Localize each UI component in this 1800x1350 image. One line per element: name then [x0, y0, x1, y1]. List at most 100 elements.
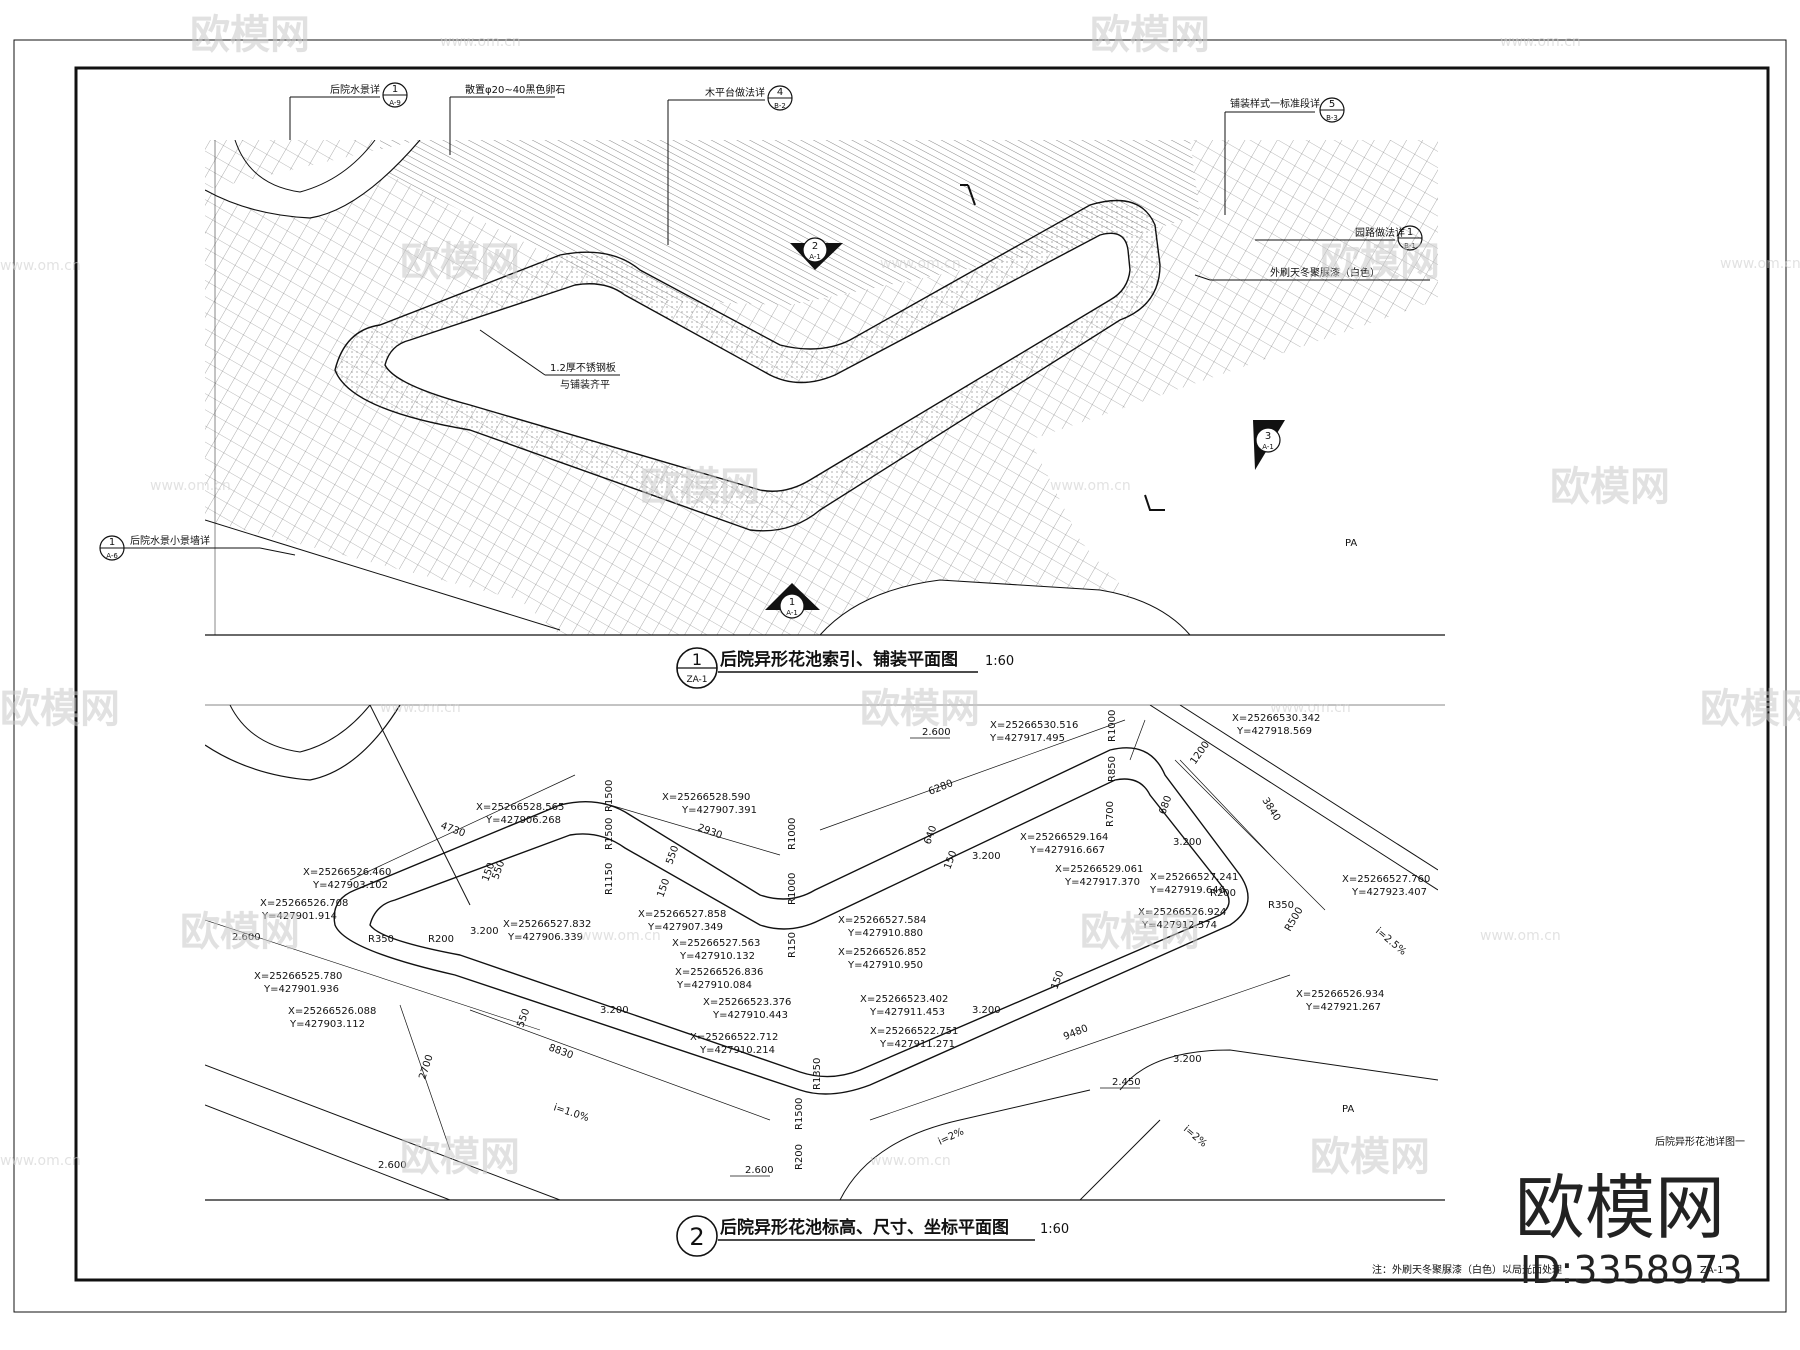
svg-text:X=25266528.565: X=25266528.565: [476, 802, 564, 813]
svg-text:R850: R850: [1107, 756, 1118, 782]
svg-text:欧模网: 欧模网: [1550, 464, 1670, 510]
svg-text:B-3: B-3: [1326, 114, 1338, 122]
svg-text:R200: R200: [1210, 888, 1236, 899]
svg-text:3.200: 3.200: [1173, 837, 1202, 848]
sheet-title: 后院异形花池详图一: [1655, 1135, 1745, 1148]
svg-text:Y=427910.214: Y=427910.214: [699, 1045, 775, 1056]
coordinate-labels: X=25266530.516 Y=427917.495 X=25266530.3…: [254, 713, 1430, 1056]
svg-text:R1500: R1500: [604, 780, 615, 812]
svg-text:2700: 2700: [417, 1053, 435, 1081]
svg-text:X=25266526.852: X=25266526.852: [838, 947, 926, 958]
svg-text:www.om.cn: www.om.cn: [1720, 256, 1800, 272]
svg-text:A-6: A-6: [106, 552, 118, 560]
svg-text:欧模网: 欧模网: [640, 464, 760, 510]
svg-text:X=25266526.708: X=25266526.708: [260, 898, 348, 909]
callout-pebbles: 散置φ20~40黑色卵石: [449, 83, 565, 155]
svg-text:150: 150: [1049, 969, 1066, 991]
svg-text:2.600: 2.600: [232, 932, 261, 943]
svg-text:www.om.cn: www.om.cn: [1270, 700, 1351, 716]
svg-text:A-1: A-1: [1262, 443, 1274, 451]
footer-note: 注：外刷天冬聚脲漆（白色）以局光面处理: [1372, 1263, 1562, 1276]
svg-text:Y=427923.407: Y=427923.407: [1351, 887, 1427, 898]
svg-text:Y=427919.646: Y=427919.646: [1149, 885, 1225, 896]
svg-text:3840: 3840: [1259, 796, 1282, 823]
svg-text:8830: 8830: [547, 1042, 575, 1061]
svg-text:9480: 9480: [1062, 1023, 1090, 1043]
svg-text:www.om.cn: www.om.cn: [380, 700, 461, 716]
svg-text:X=25266527.241: X=25266527.241: [1150, 872, 1238, 883]
svg-text:R350: R350: [1268, 900, 1294, 911]
svg-text:2: 2: [812, 241, 818, 252]
svg-text:ID:3358973: ID:3358973: [1520, 1248, 1743, 1292]
svg-text:欧模网: 欧模网: [190, 12, 310, 58]
svg-text:i=2.5%: i=2.5%: [1373, 926, 1408, 958]
callout-steel-plate: 1.2厚不锈钢板 与铺装齐平: [479, 329, 620, 391]
svg-text:X=25266530.342: X=25266530.342: [1232, 713, 1320, 724]
svg-text:Y=427910.880: Y=427910.880: [847, 928, 923, 939]
svg-text:150: 150: [655, 877, 672, 899]
svg-text:ZA-1: ZA-1: [686, 675, 707, 685]
callout-water-feature: 后院水景详 1 A-9: [289, 82, 408, 140]
svg-text:1: 1: [392, 84, 398, 95]
svg-text:X=25266528.590: X=25266528.590: [662, 792, 750, 803]
svg-text:550: 550: [515, 1007, 532, 1029]
svg-text:A-1: A-1: [786, 609, 798, 617]
callout-coating: 外刷天冬聚脲漆（白色）: [1194, 266, 1430, 281]
svg-text:www.om.cn: www.om.cn: [870, 1153, 951, 1169]
svg-text:i=1.0%: i=1.0%: [552, 1102, 590, 1124]
svg-text:Y=427917.495: Y=427917.495: [989, 733, 1065, 744]
callout-wall: 1 A-6 后院水景小景墙详: [99, 534, 296, 561]
svg-text:Y=427912.574: Y=427912.574: [1141, 920, 1217, 931]
svg-text:1: 1: [692, 650, 702, 669]
svg-text:R150: R150: [787, 932, 798, 958]
svg-text:欧模网: 欧模网: [400, 1134, 520, 1180]
svg-text:550: 550: [664, 844, 681, 866]
svg-text:X=25266529.061: X=25266529.061: [1055, 864, 1143, 875]
svg-text:R200: R200: [428, 934, 454, 945]
svg-text:欧模网: 欧模网: [1700, 686, 1800, 732]
svg-text:www.om.cn: www.om.cn: [0, 258, 81, 274]
svg-text:X=25266526.836: X=25266526.836: [675, 967, 763, 978]
panel2-plan: [205, 705, 1438, 1200]
svg-text:欧模网: 欧模网: [0, 686, 120, 732]
svg-text:B-2: B-2: [774, 102, 786, 110]
svg-text:R1500: R1500: [604, 818, 615, 850]
svg-text:外刷天冬聚脲漆（白色）: 外刷天冬聚脲漆（白色）: [1270, 266, 1380, 279]
svg-text:Y=427901.936: Y=427901.936: [263, 984, 339, 995]
svg-text:X=25266526.934: X=25266526.934: [1296, 989, 1384, 1000]
panel1-plan: [205, 140, 1438, 635]
svg-text:X=25266526.088: X=25266526.088: [288, 1006, 376, 1017]
svg-text:2.600: 2.600: [922, 727, 951, 738]
radius-labels: R1500 R1500 R1150 R1000 R1000 R150 R1000…: [368, 710, 1306, 1170]
svg-text:3: 3: [1265, 431, 1271, 442]
svg-text:后院异形花池标高、尺寸、坐标平面图: 后院异形花池标高、尺寸、坐标平面图: [720, 1217, 1009, 1238]
svg-text:Y=427918.569: Y=427918.569: [1236, 726, 1312, 737]
svg-text:www.om.cn: www.om.cn: [1480, 928, 1561, 944]
dimension-lines: [349, 719, 1326, 1151]
sheet-number: ZA-1: [1700, 1265, 1723, 1276]
svg-text:X=25266526.460: X=25266526.460: [303, 867, 391, 878]
svg-text:www.om.cn: www.om.cn: [880, 256, 961, 272]
brand-stamp: 欧模网 ID:3358973: [1515, 1167, 1743, 1292]
svg-text:木平台做法详: 木平台做法详: [705, 86, 765, 99]
svg-text:680: 680: [1157, 794, 1174, 816]
watermarks: 欧模网 欧模网 www.om.cn www.om.cn www.om.cn ww…: [0, 12, 1800, 1180]
svg-text:2: 2: [689, 1223, 704, 1251]
svg-text:1: 1: [1407, 227, 1413, 238]
svg-text:Y=427903.112: Y=427903.112: [289, 1019, 365, 1030]
svg-text:与铺装齐平: 与铺装齐平: [560, 378, 610, 391]
inner-frame: [74, 66, 1770, 1282]
svg-text:R350: R350: [368, 934, 394, 945]
section-symbol-3: 3 A-1: [1253, 420, 1285, 470]
svg-text:1:60: 1:60: [985, 654, 1014, 669]
svg-text:Y=427910.443: Y=427910.443: [712, 1010, 788, 1021]
svg-text:Y=427921.267: Y=427921.267: [1305, 1002, 1381, 1013]
svg-text:欧模网: 欧模网: [1515, 1167, 1725, 1249]
svg-text:R1000: R1000: [787, 873, 798, 905]
svg-text:欧模网: 欧模网: [860, 686, 980, 732]
svg-text:X=25266527.563: X=25266527.563: [672, 938, 760, 949]
svg-text:X=25266530.516: X=25266530.516: [990, 720, 1078, 731]
svg-text:欧模网: 欧模网: [1310, 1134, 1430, 1180]
callout-deck: 木平台做法详 4 B-2: [667, 85, 793, 245]
